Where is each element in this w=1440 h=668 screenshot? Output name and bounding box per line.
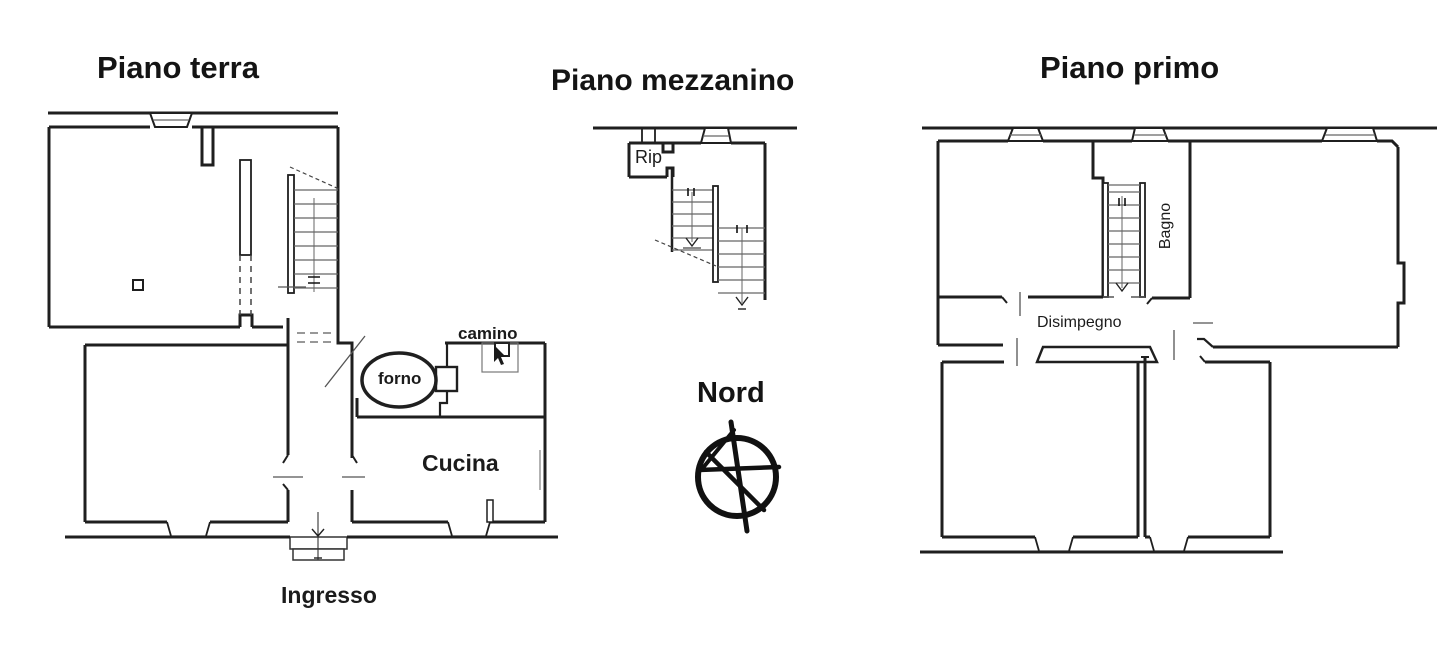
mezzanine-stairs [654, 168, 765, 310]
title-piano-primo: Piano primo [1040, 50, 1220, 85]
first-floor-plan [920, 126, 1437, 554]
room-label-forno: forno [378, 369, 422, 388]
first-threshold [1035, 345, 1159, 364]
mezzanine-walls [627, 141, 767, 300]
room-label-bagno: Bagno [1157, 202, 1174, 250]
ground-lower-left-room [83, 318, 303, 537]
room-label-disimpegno: Disimpegno [1037, 314, 1122, 331]
mezzanine-floor-plan [593, 126, 797, 310]
compass-icon [695, 419, 782, 534]
north-label: Nord [697, 377, 765, 409]
title-piano-terra: Piano terra [97, 50, 259, 85]
title-piano-mezzanino: Piano mezzanino [551, 64, 795, 97]
ground-forno [360, 351, 459, 409]
fixture-square [132, 279, 144, 291]
ground-floor-plan [47, 111, 558, 561]
ground-stairs [287, 166, 340, 294]
ground-entrance-steps [289, 512, 348, 561]
room-label-ingresso: Ingresso [281, 582, 377, 608]
first-upper-walls [936, 139, 1406, 349]
first-lower-right-room [1141, 355, 1272, 552]
first-stairs [1102, 182, 1146, 298]
ground-walls [47, 125, 354, 458]
room-label-camino: camino [458, 324, 518, 343]
first-lower-left-room [940, 360, 1140, 552]
room-label-cucina: Cucina [422, 450, 499, 476]
room-label-rip: Rip [635, 147, 663, 167]
mouse-cursor [494, 345, 506, 365]
